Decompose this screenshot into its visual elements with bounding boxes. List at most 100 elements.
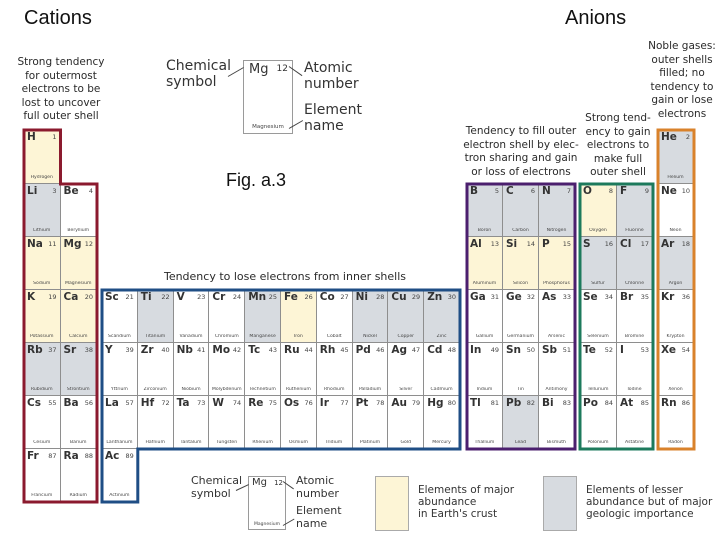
atomic-number: 34 (604, 293, 613, 301)
key-top-name-label: Element name (304, 102, 362, 135)
atomic-number: 20 (84, 293, 93, 301)
element-name: Titanium (145, 334, 166, 339)
element-symbol: In (470, 344, 482, 356)
atomic-number: 41 (197, 346, 206, 354)
key-bottom-number-label: Atomic number (296, 474, 339, 500)
element-name: Argon (668, 281, 683, 286)
element-symbol: Po (583, 397, 598, 409)
element-symbol: Ga (470, 291, 486, 303)
element-name: Copper (397, 334, 415, 339)
atomic-number: 56 (84, 399, 93, 407)
element-symbol: Sc (105, 291, 119, 303)
atomic-number: 54 (681, 346, 690, 354)
element-name: Barium (69, 440, 87, 445)
atomic-number: 45 (340, 346, 349, 354)
element-symbol: As (542, 291, 557, 303)
element-name: Francium (31, 493, 53, 498)
element-name: Indium (476, 387, 493, 392)
atomic-number: 6 (530, 187, 535, 195)
element-symbol: B (470, 185, 479, 197)
element-name: Arsenic (548, 334, 565, 339)
element-name: Tungsten (216, 440, 238, 445)
element-name: Cadmium (430, 387, 453, 392)
atomic-number: 9 (644, 187, 649, 195)
element-name: Bismuth (547, 440, 566, 445)
element-symbol: C (506, 185, 514, 197)
atomic-number: 46 (376, 346, 385, 354)
atomic-number: 27 (340, 293, 349, 301)
element-name: Lanthanum (106, 440, 133, 445)
atomic-number: 84 (604, 399, 613, 407)
key-bottom-symbol: Mg (252, 477, 267, 488)
atomic-number: 52 (604, 346, 613, 354)
atomic-number: 32 (526, 293, 535, 301)
atomic-number: 7 (566, 187, 571, 195)
atomic-number: 57 (125, 399, 134, 407)
element-symbol: V (176, 291, 185, 303)
legend-lesser-swatch (543, 476, 577, 531)
atomic-number: 30 (447, 293, 456, 301)
element-symbol: Xe (661, 344, 676, 356)
element-symbol: P (542, 238, 550, 250)
atomic-number: 2 (685, 133, 690, 141)
element-name: Lead (514, 440, 527, 445)
element-symbol: Cr (212, 291, 226, 303)
element-name: Thallium (474, 440, 495, 445)
element-symbol: Ti (140, 291, 152, 303)
atomic-number: 50 (526, 346, 535, 354)
element-symbol: Hg (427, 397, 444, 409)
element-symbol: F (620, 185, 628, 197)
element-symbol: Tl (470, 397, 481, 409)
atomic-number: 36 (681, 293, 690, 301)
atomic-number: 12 (84, 240, 93, 248)
key-bottom-number: 12 (274, 479, 283, 487)
element-name: Zirconium (143, 387, 167, 392)
element-symbol: Al (470, 238, 482, 250)
element-symbol: Ra (63, 450, 79, 462)
element-name: Actinium (109, 493, 130, 498)
atomic-number: 42 (232, 346, 242, 354)
element-name: Platinum (359, 440, 381, 445)
atomic-number: 75 (268, 399, 277, 407)
atomic-number: 17 (640, 240, 649, 248)
element-name: Ruthenium (285, 387, 311, 392)
element-symbol: K (27, 291, 36, 303)
atomic-number: 16 (604, 240, 613, 248)
element-name: Hafnium (145, 440, 165, 445)
element-symbol: Mo (212, 344, 231, 356)
key-top-box: Mg 12 Magnesium (243, 60, 293, 134)
element-name: Selenium (587, 334, 609, 339)
atomic-number: 55 (48, 399, 57, 407)
element-name: Chlorine (624, 281, 645, 286)
element-name: Phosphorus (543, 281, 570, 286)
atomic-number: 81 (490, 399, 499, 407)
key-top-symbol-label: Chemical symbol (166, 58, 231, 91)
atomic-number: 72 (161, 399, 170, 407)
element-name: Krypton (666, 334, 685, 339)
element-name: Nitrogen (546, 228, 567, 233)
element-symbol: Ge (506, 291, 522, 303)
